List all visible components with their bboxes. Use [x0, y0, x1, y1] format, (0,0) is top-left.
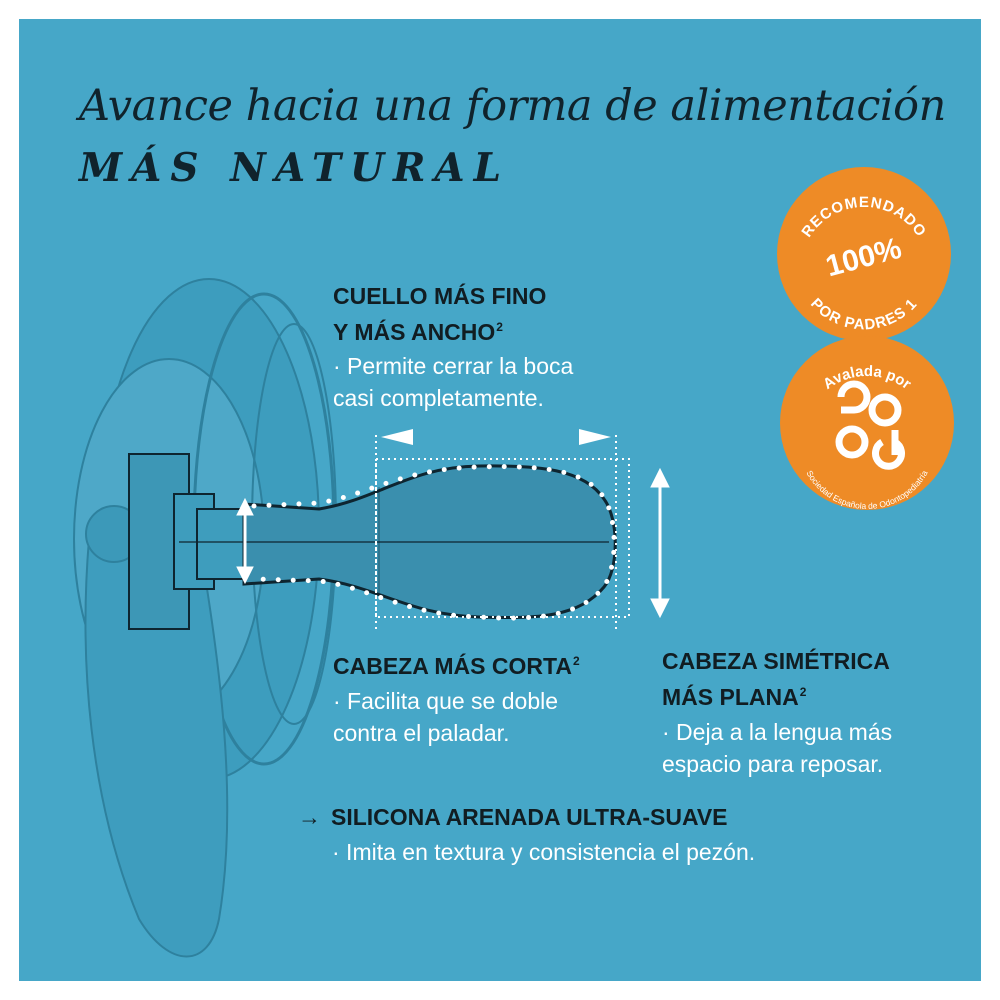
product-infographic: RECOMENDADO 100% POR PADRES 1 Avalada po… — [19, 19, 981, 981]
feature-short-head: CABEZA MÁS CORTA2 · Facilita que se dobl… — [333, 646, 580, 749]
feature-title: CABEZA SIMÉTRICA — [662, 648, 890, 674]
height-arrow-icon — [650, 467, 670, 619]
dotted-outline — [251, 435, 630, 631]
right-arrow-icon: → — [298, 804, 321, 830]
feature-title: CUELLO MÁS FINO — [333, 283, 547, 309]
feature-title: Y MÁS ANCHO2 — [333, 319, 503, 345]
feature-symmetric-head: CABEZA SIMÉTRICA MÁS PLANA2 · Deja a la … — [662, 646, 892, 780]
badge-endorsed: Avalada por Sociedad Española de Odontop… — [780, 336, 954, 511]
pacifier-shield — [73, 278, 337, 958]
headline-line1: Avance hacia una forma de alimentación — [79, 81, 946, 131]
feature-neck: CUELLO MÁS FINO Y MÁS ANCHO2 · Permite c… — [333, 281, 573, 414]
feature-silicone: →SILICONA ARENADA ULTRA-SUAVE · Imita en… — [298, 802, 755, 868]
feature-description: · Imita en textura y consistencia el pez… — [332, 839, 756, 865]
seop-logo-icon — [835, 380, 905, 470]
headline-line2: MÁS NATURAL — [79, 145, 511, 191]
pacifier-illustration: RECOMENDADO 100% POR PADRES 1 Avalada po… — [73, 167, 954, 958]
pacifier-teat — [179, 464, 617, 620]
width-arrows-icon — [381, 429, 611, 445]
feature-title: MÁS PLANA2 — [662, 684, 807, 710]
badge-recommended: RECOMENDADO 100% POR PADRES 1 — [777, 167, 951, 341]
feature-title: CABEZA MÁS CORTA2 — [333, 653, 580, 679]
neck-arrow-icon — [236, 497, 254, 585]
feature-title: →SILICONA ARENADA ULTRA-SUAVE — [298, 802, 755, 833]
